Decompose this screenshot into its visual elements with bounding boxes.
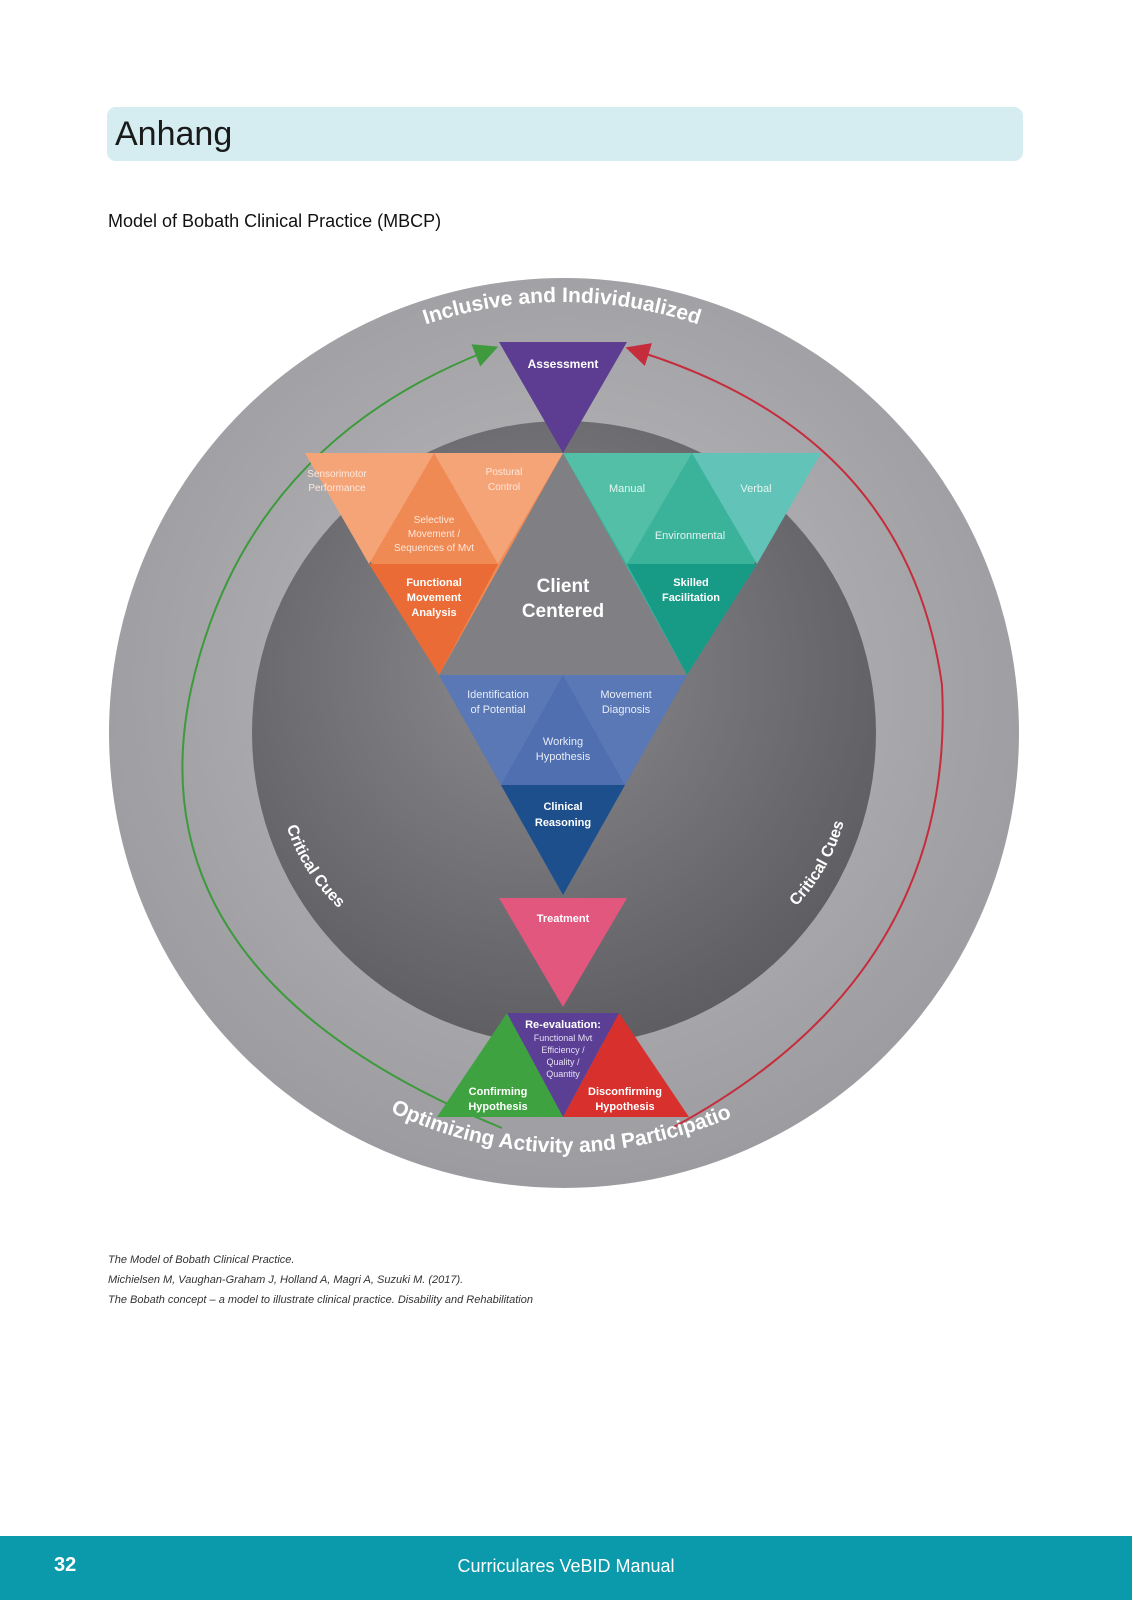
reevaluation-line-2: Efficiency /	[541, 1045, 585, 1055]
footer-title: Curriculares VeBID Manual	[0, 1556, 1132, 1577]
verbal-label: Verbal	[740, 483, 771, 495]
figure-title: Model of Bobath Clinical Practice (MBCP)	[108, 211, 442, 231]
confirming-triangle	[437, 1013, 563, 1117]
fma-label-3: Analysis	[411, 607, 456, 619]
caption-line-3: The Bobath concept – a model to illustra…	[108, 1294, 533, 1306]
orange-sub-sensorimotor	[305, 453, 434, 564]
mbcp-diagram-svg: Inclusive and Individualized Optimizing …	[107, 255, 1019, 1188]
sensorimotor-label-2: Performance	[308, 483, 366, 494]
sensorimotor-label-1: Sensorimotor	[307, 469, 367, 480]
selective-label-1: Selective	[414, 515, 455, 526]
green-cycle-arrow	[181, 344, 503, 1129]
caption-line-1: The Model of Bobath Clinical Practice.	[108, 1254, 295, 1266]
client-label: Client	[537, 576, 590, 597]
postural-label-1: Postural	[486, 467, 523, 478]
working-label-2: Hypothesis	[536, 751, 591, 763]
client-centered-triangle	[439, 453, 687, 675]
selective-label-2: Movement /	[408, 529, 460, 540]
orange-sub-postural	[434, 453, 563, 564]
postural-label-2: Control	[488, 482, 520, 493]
figure-caption: The Model of Bobath Clinical Practice. M…	[108, 1250, 533, 1310]
clinical-label-2: Reasoning	[535, 817, 591, 829]
reevaluation-title: Re-evaluation:	[525, 1019, 601, 1031]
fma-label-1: Functional	[406, 577, 462, 589]
treatment-label: Treatment	[537, 913, 590, 925]
manual-label: Manual	[609, 483, 645, 495]
assessment-triangle	[499, 342, 627, 453]
assessment-label: Assessment	[528, 357, 599, 371]
movement-label-1: Movement	[600, 689, 651, 701]
identification-label-1: Identification	[467, 689, 529, 701]
working-label-1: Working	[543, 736, 583, 748]
treatment-triangle	[499, 898, 627, 1007]
environmental-label: Environmental	[655, 530, 725, 542]
centered-label: Centered	[522, 601, 604, 622]
clinical-reasoning-triangle	[501, 785, 625, 895]
skilled-label-2: Facilitation	[662, 592, 720, 604]
reevaluation-line-3: Quality /	[546, 1057, 580, 1067]
reevaluation-line-1: Functional Mvt	[534, 1033, 593, 1043]
red-cycle-arrow	[625, 343, 944, 1129]
page-footer: 32 Curriculares VeBID Manual	[0, 1536, 1132, 1600]
clinical-label-1: Clinical	[543, 801, 582, 813]
movement-label-2: Diagnosis	[602, 704, 651, 716]
footer-title-text: Curriculares VeBID Manual	[457, 1556, 675, 1576]
orange-sub-fma	[369, 564, 498, 675]
teal-sub-skilled	[627, 564, 757, 675]
disconfirming-label-2: Hypothesis	[595, 1101, 654, 1113]
page-number: 32	[54, 1554, 77, 1576]
identification-label-2: of Potential	[470, 704, 525, 716]
section-header: Anhang	[107, 107, 1023, 161]
teal-sub-manual	[563, 453, 692, 564]
blue-sub-identification	[439, 675, 563, 785]
disconfirming-label-1: Disconfirming	[588, 1086, 662, 1098]
mbcp-diagram: Inclusive and Individualized Optimizing …	[107, 255, 1035, 1210]
reevaluation-line-4: Quantity	[546, 1069, 580, 1079]
skilled-label-1: Skilled	[673, 577, 708, 589]
caption-line-2: Michielsen M, Vaughan-Graham J, Holland …	[108, 1274, 464, 1286]
teal-sub-verbal	[692, 453, 821, 564]
confirming-label-2: Hypothesis	[468, 1101, 527, 1113]
blue-sub-movement	[563, 675, 687, 785]
selective-label-3: Sequences of Mvt	[394, 543, 474, 554]
reevaluation-triangle	[507, 1013, 619, 1117]
page-title: Anhang	[115, 115, 233, 153]
disconfirming-triangle	[563, 1013, 689, 1117]
confirming-label-1: Confirming	[469, 1086, 528, 1098]
fma-label-2: Movement	[407, 592, 462, 604]
